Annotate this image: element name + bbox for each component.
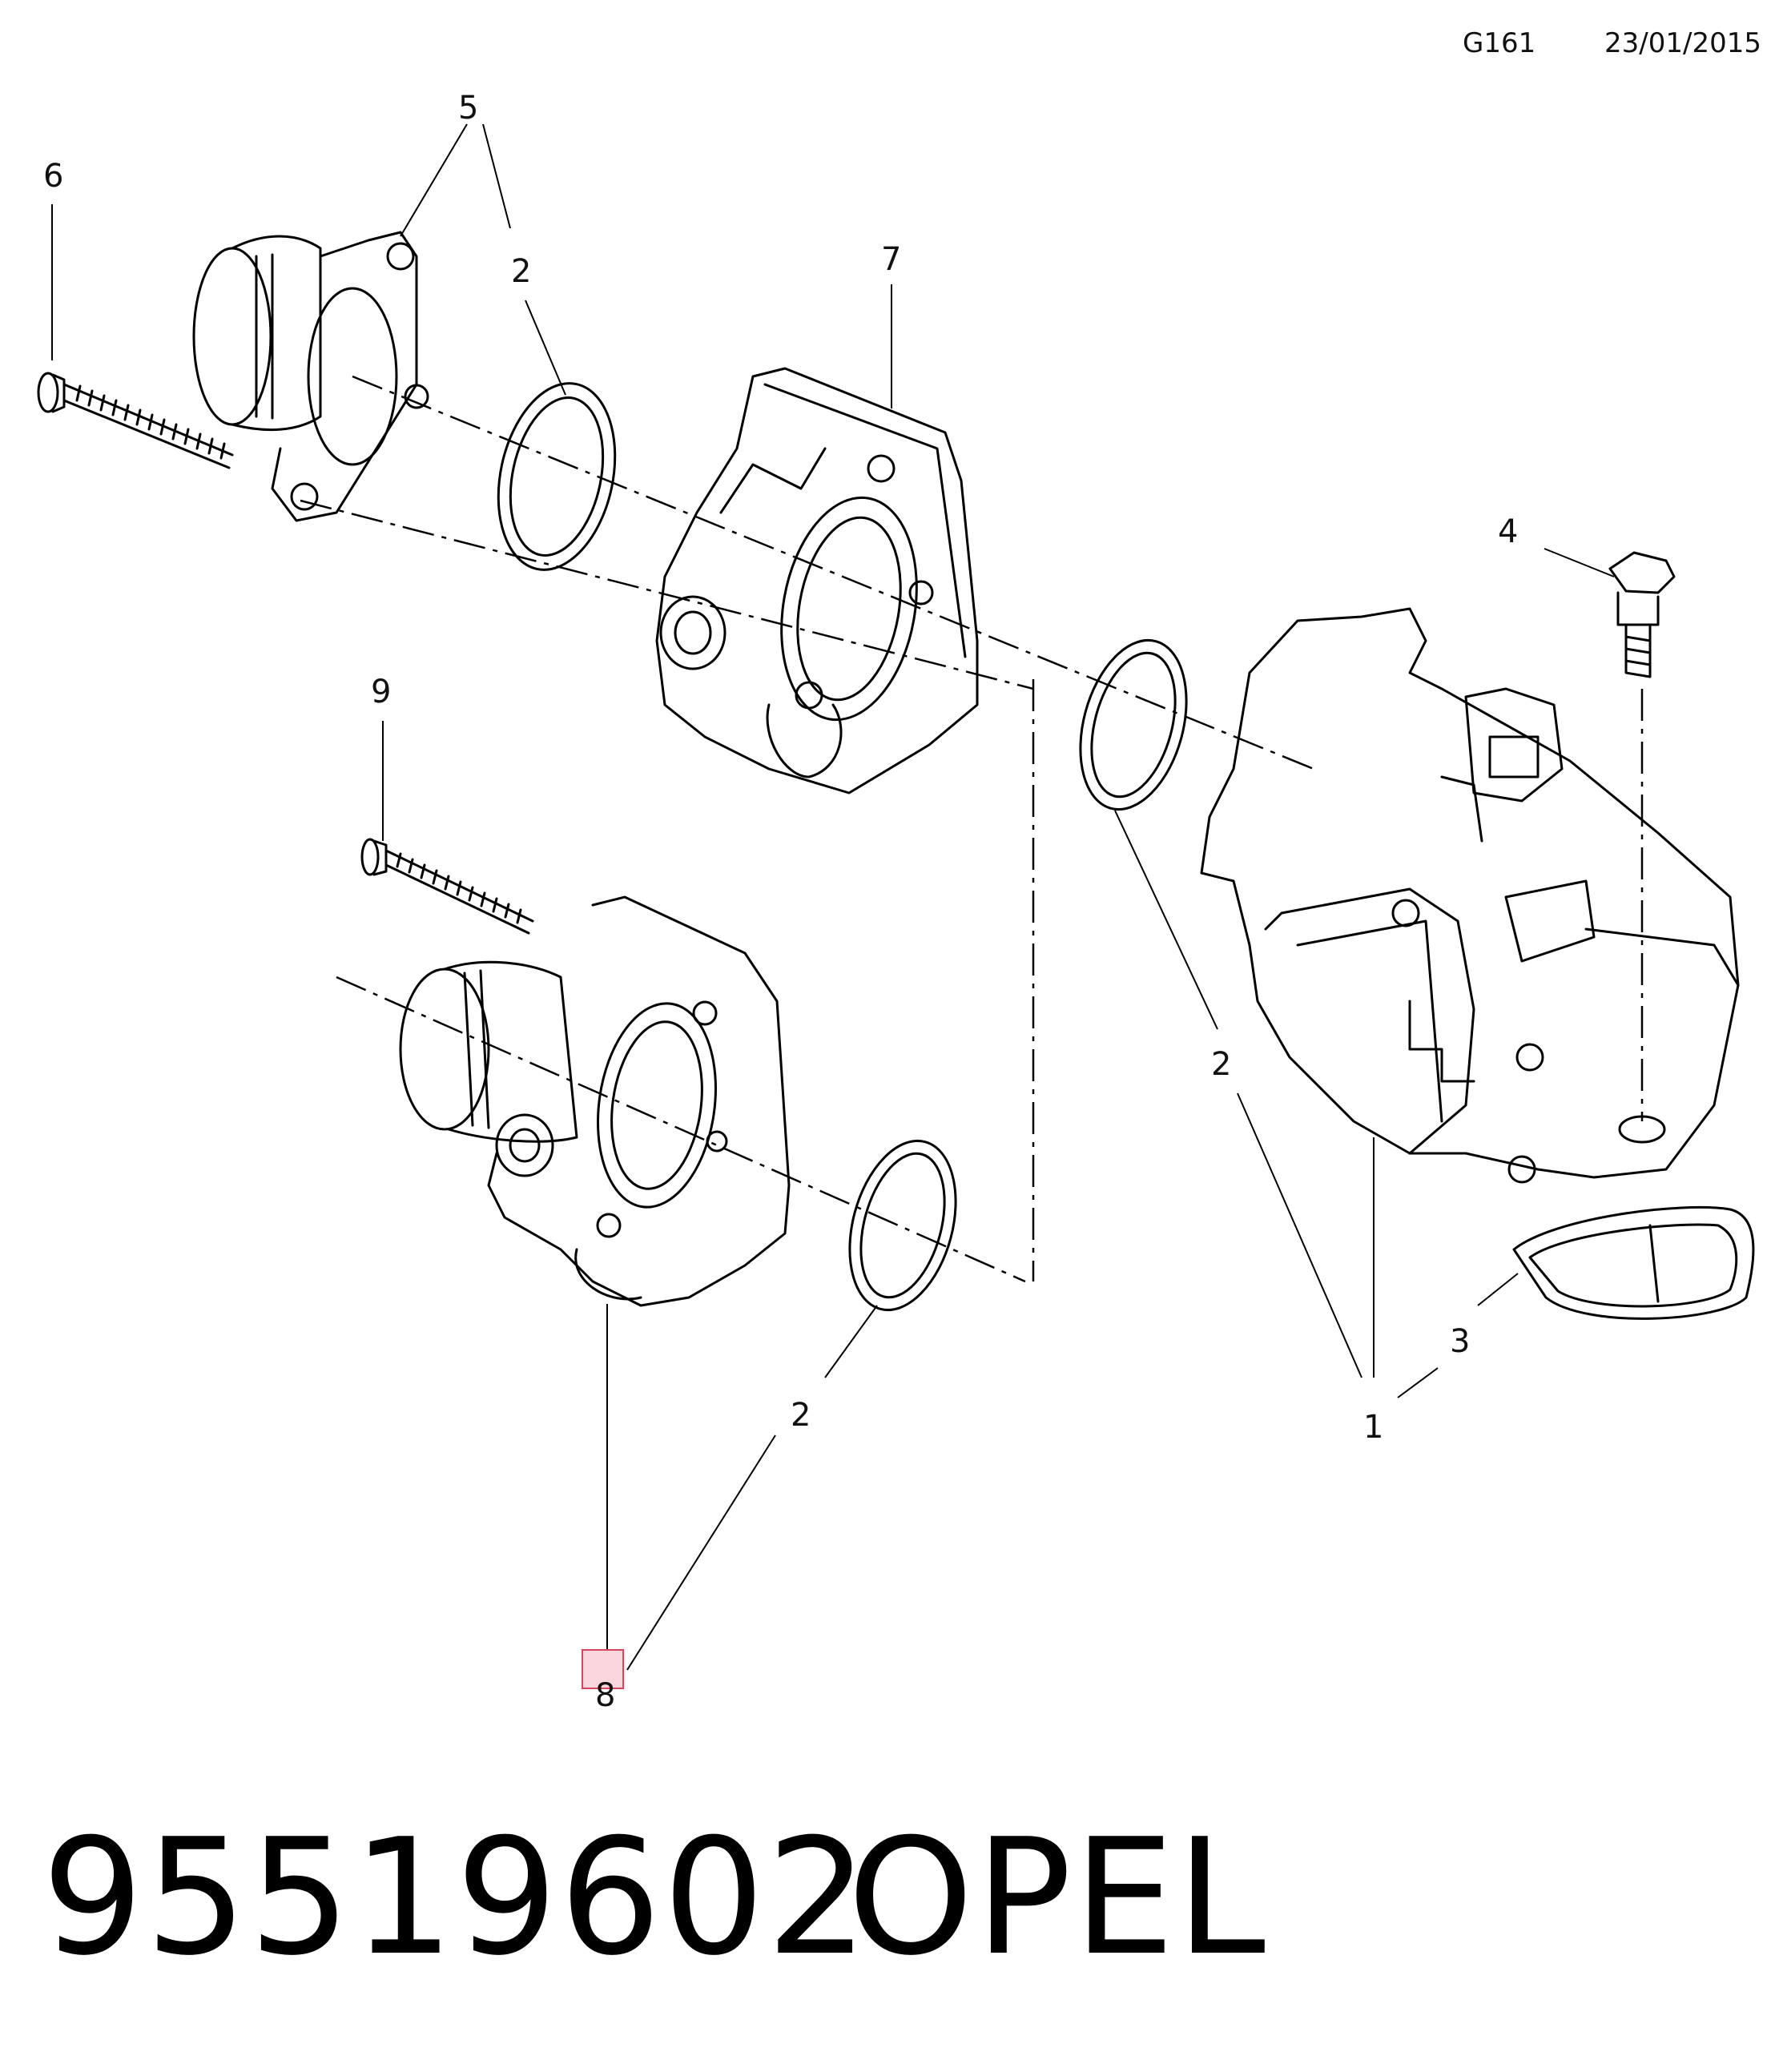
diagram-code: G161 bbox=[1463, 27, 1536, 59]
leader-lines bbox=[51, 123, 1615, 1671]
callout-8: 8 bbox=[595, 1677, 615, 1714]
part-1-main-assembly bbox=[1200, 607, 1740, 1184]
part-2-seal-ring-lower bbox=[848, 1139, 957, 1312]
callout-9: 9 bbox=[371, 674, 391, 710]
center-lines bbox=[300, 375, 1644, 1283]
brand-name: OPEL bbox=[847, 1804, 1267, 1991]
part-8-highlight-border bbox=[582, 1649, 624, 1689]
callout-2-right: 2 bbox=[1211, 1046, 1231, 1083]
callout-2-upper: 2 bbox=[511, 253, 531, 290]
part-6-long-bolt bbox=[37, 372, 234, 469]
callout-4: 4 bbox=[1498, 513, 1518, 550]
diagram-date: 23/01/2015 bbox=[1604, 27, 1761, 59]
callout-2-lower: 2 bbox=[791, 1397, 811, 1434]
callout-3: 3 bbox=[1450, 1323, 1470, 1360]
part-2-seal-ring-mid bbox=[1079, 638, 1188, 811]
part-3-gasket bbox=[1512, 1205, 1755, 1320]
part-2-seal-ring-upper bbox=[497, 382, 617, 571]
part-4-flange-bolt bbox=[1608, 551, 1676, 678]
part-9-long-bolt bbox=[360, 838, 534, 935]
callout-1: 1 bbox=[1363, 1409, 1383, 1446]
part-8-highlight-box bbox=[582, 1650, 623, 1688]
part-5-inlet-flange bbox=[192, 231, 429, 522]
part-8-throttle-body bbox=[399, 895, 791, 1307]
part-number: 95519602 bbox=[42, 1804, 870, 1991]
callout-7: 7 bbox=[881, 241, 901, 278]
callout-6: 6 bbox=[43, 158, 63, 195]
part-7-valve-body bbox=[655, 367, 979, 795]
callout-5: 5 bbox=[458, 90, 478, 127]
